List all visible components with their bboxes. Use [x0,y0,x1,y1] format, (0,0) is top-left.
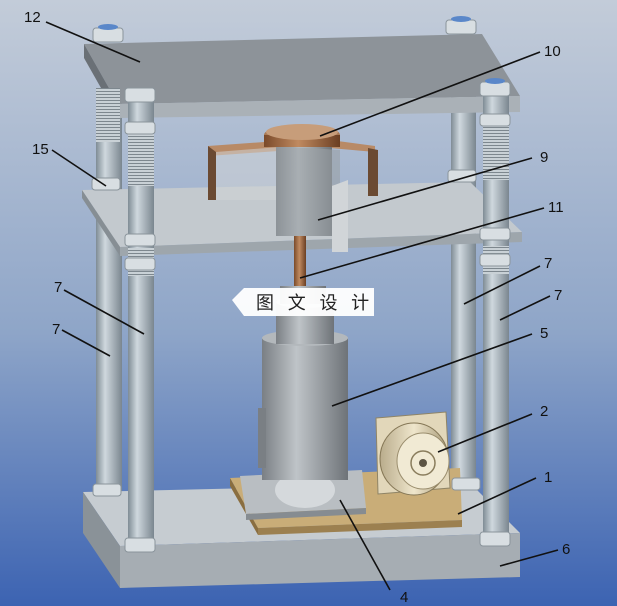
top-plate [84,34,520,118]
copper-flange [264,124,340,147]
front-posts [96,88,509,548]
watermark-banner: 图 文 设 计 [232,288,374,316]
callout-5: 5 [540,325,548,342]
callout-7-right-upper: 7 [544,255,552,272]
callout-9: 9 [540,149,548,166]
lead-screw [294,236,306,286]
cylinder-base-block [240,470,366,520]
rear-posts [96,78,476,493]
callout-4: 4 [400,589,408,606]
callout-labels: 12 10 15 9 11 7 7 7 7 5 2 1 6 4 [24,9,570,606]
callout-10: 10 [544,43,561,60]
callout-7-left-upper: 7 [54,279,62,296]
bearing-housing [276,146,348,252]
leader-lines [45,21,559,591]
callout-1: 1 [544,469,552,486]
callout-7-left-lower: 7 [52,321,60,338]
callout-6: 6 [562,541,570,558]
callout-11: 11 [548,199,564,216]
callout-7-right-lower: 7 [554,287,562,304]
callout-2: 2 [540,403,548,420]
callout-12: 12 [24,9,41,26]
callout-15: 15 [32,141,49,158]
watermark-text: 图 文 设 计 [256,293,373,314]
hex-nuts [91,16,511,553]
motor [375,411,451,496]
